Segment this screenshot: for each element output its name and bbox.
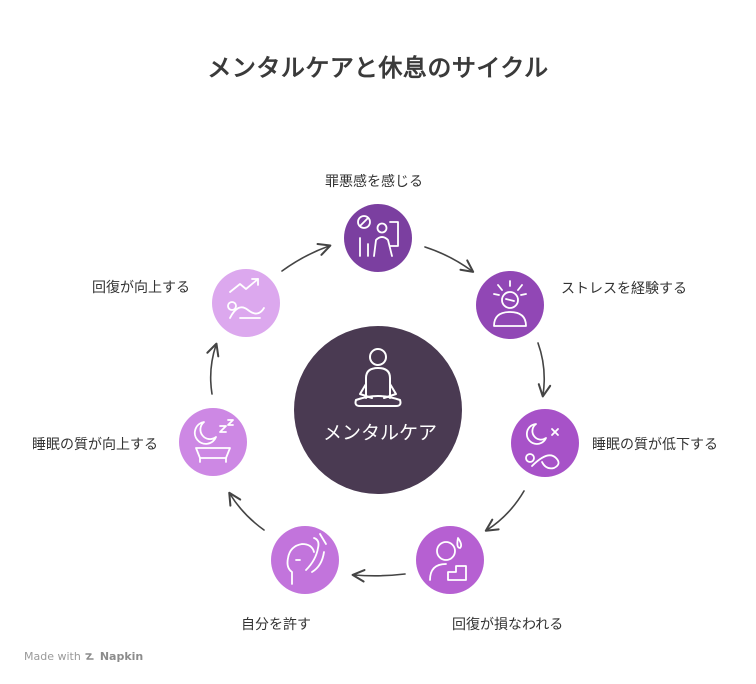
crying-person-icon [429,537,467,581]
node-guilt [344,204,412,272]
arrow-stress-to-sleep-down [537,342,552,398]
label-sleep-down: 睡眠の質が低下する [592,437,718,453]
arrow-recovery-up-to-guilt [281,242,332,272]
meditation-person-icon [354,348,402,407]
label-recovery-up: 回復が向上する [92,280,190,296]
label-guilt: 罪悪感を感じる [325,174,423,190]
watermark: Made with Napkin [24,650,143,663]
label-stress: ストレスを経験する [561,281,687,297]
node-sleep-down [511,409,579,477]
node-stress [476,271,544,339]
arrow-recovery-down-to-allow-self [351,569,406,583]
center-label: メンタルケア [322,422,437,444]
peaceful-sleep-icon [193,419,234,463]
cycle-arrows [206,242,552,583]
label-recovery-down: 回復が損なわれる [452,617,564,633]
arrow-allow-self-to-sleep-up [228,491,265,531]
stressed-person-icon [493,280,527,327]
node-recovery-down [416,526,484,594]
watermark-brand: Napkin [99,650,144,663]
diagram-title: メンタルケアと休息のサイクル [207,54,549,82]
rising-recovery-icon [227,278,265,319]
label-allow-self: 自分を許す [241,617,311,633]
center-circle [294,326,462,494]
label-sleep-up: 睡眠の質が向上する [32,437,158,453]
guilt-person-icon [357,215,399,257]
comforting-hand-icon [286,533,327,585]
arrow-sleep-up-to-recovery-up [206,342,220,395]
node-allow-self [271,526,339,594]
node-sleep-up [179,408,247,476]
arrow-sleep-down-to-recovery-down [484,490,525,532]
restless-sleep-icon [525,423,560,470]
node-recovery-up [212,269,280,337]
napkin-logo-icon [85,653,94,660]
arrow-guilt-to-stress [424,246,475,273]
watermark-prefix: Made with [24,650,81,663]
